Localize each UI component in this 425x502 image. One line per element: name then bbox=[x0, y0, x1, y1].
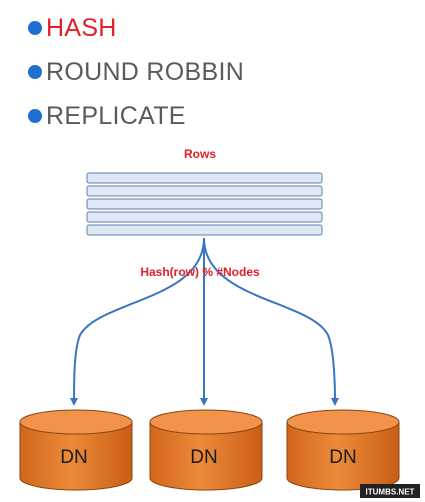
arrow-to-right-node bbox=[203, 237, 339, 406]
dn-label: DN bbox=[329, 447, 356, 468]
hash-arrows bbox=[70, 237, 339, 406]
row-bar bbox=[86, 185, 323, 197]
cylinder-top bbox=[149, 409, 263, 435]
bullet-dot-icon bbox=[28, 109, 42, 123]
row-bar bbox=[86, 224, 323, 236]
dn-node: DN bbox=[19, 409, 133, 491]
bullet-replicate: REPLICATE bbox=[28, 94, 244, 138]
row-bar bbox=[86, 211, 323, 223]
cylinder-top bbox=[19, 409, 133, 435]
cylinder-icon bbox=[19, 421, 133, 491]
hash-formula-label: Hash(row) % #Nodes bbox=[140, 265, 260, 279]
rows-label: Rows bbox=[184, 147, 216, 161]
bullet-round-robbin: ROUND ROBBIN bbox=[28, 50, 244, 94]
row-bar bbox=[86, 198, 323, 210]
bullet-round-robbin-label: ROUND ROBBIN bbox=[46, 57, 245, 86]
watermark-box bbox=[360, 484, 420, 498]
bullet-dot-icon bbox=[28, 65, 42, 79]
bullet-dot-icon bbox=[28, 21, 42, 35]
bullet-replicate-label: REPLICATE bbox=[46, 101, 186, 130]
cylinder-top bbox=[286, 409, 400, 435]
bullet-hash-label: HASH bbox=[46, 13, 117, 42]
dn-label: DN bbox=[190, 447, 217, 468]
row-bar bbox=[86, 172, 323, 184]
cylinder-icon bbox=[149, 421, 263, 491]
arrow-to-left-node bbox=[70, 237, 205, 406]
distribution-method-list: HASH ROUND ROBBIN REPLICATE bbox=[28, 6, 244, 138]
bullet-hash: HASH bbox=[28, 6, 244, 50]
dn-node: DN bbox=[286, 409, 400, 491]
cylinder-icon bbox=[286, 421, 400, 491]
dn-node: DN bbox=[149, 409, 263, 491]
dn-label: DN bbox=[60, 447, 87, 468]
watermark-text: ITUMBS.NET bbox=[366, 488, 415, 497]
row-stack bbox=[86, 172, 323, 236]
